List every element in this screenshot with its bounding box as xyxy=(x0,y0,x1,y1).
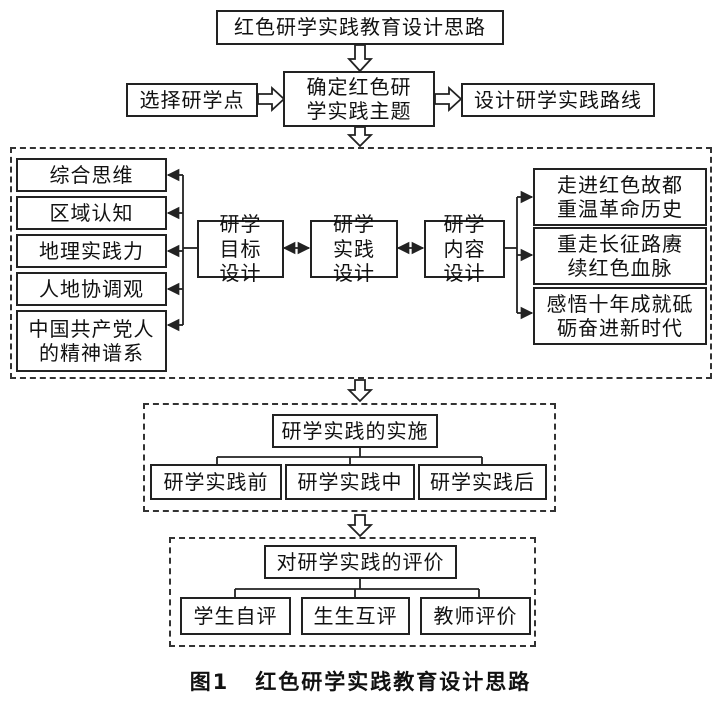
figure-label: 图1 xyxy=(189,670,230,694)
hollow-down-arrow-4 xyxy=(346,514,374,538)
content-design-label: 研学内容设计 xyxy=(443,212,486,286)
content-item-label: 走进红色故都重温革命历史 xyxy=(557,172,683,221)
diagram-title: 红色研学实践教育设计思路 xyxy=(234,15,486,40)
content-item-box: 感悟十年成就砥砺奋进新时代 xyxy=(533,287,707,345)
goal-item-label: 地理实践力 xyxy=(39,238,144,263)
evaluation-item-box: 教师评价 xyxy=(420,597,531,635)
stage-box: 研学实践后 xyxy=(418,464,547,500)
content-design-box: 研学内容设计 xyxy=(424,212,505,285)
evaluation-section xyxy=(169,537,536,647)
hollow-down-arrow-1 xyxy=(346,44,374,73)
content-item-box: 重走长征路赓续红色血脉 xyxy=(533,227,707,285)
goal-design-label: 研学目标设计 xyxy=(219,212,262,286)
design-route-box: 设计研学实践路线 xyxy=(461,83,655,117)
hollow-down-arrow-2 xyxy=(346,126,374,148)
goal-item-box: 综合思维 xyxy=(16,158,167,192)
stage-label: 研学实践后 xyxy=(430,469,535,494)
design-route-label: 设计研学实践路线 xyxy=(474,87,642,112)
hollow-right-arrow-1 xyxy=(257,85,286,113)
goal-item-label: 中国共产党人的精神谱系 xyxy=(28,316,155,365)
implementation-section xyxy=(143,403,556,512)
stage-label: 研学实践前 xyxy=(163,469,269,494)
select-site-label: 选择研学点 xyxy=(139,87,245,112)
goal-item-box: 区域认知 xyxy=(16,196,167,230)
theme-box: 确定红色研学实践主题 xyxy=(283,71,435,127)
goal-item-label: 区域认知 xyxy=(49,200,134,225)
goal-item-label: 人地协调观 xyxy=(39,276,144,301)
goal-item-box: 中国共产党人的精神谱系 xyxy=(16,310,167,372)
content-item-box: 走进红色故都重温革命历史 xyxy=(533,168,707,226)
figure-caption: 图1 红色研学实践教育设计思路 xyxy=(0,666,721,696)
evaluation-title: 对研学实践的评价 xyxy=(276,549,445,574)
select-site-box: 选择研学点 xyxy=(126,83,258,117)
stage-box: 研学实践前 xyxy=(150,464,282,500)
design-section xyxy=(10,147,712,379)
stage-box: 研学实践中 xyxy=(285,464,415,500)
goal-item-label: 综合思维 xyxy=(49,162,134,187)
core-design-label: 研学实践设计 xyxy=(333,212,375,286)
diagram-title-box: 红色研学实践教育设计思路 xyxy=(216,10,504,45)
evaluation-title-box: 对研学实践的评价 xyxy=(264,545,457,579)
implementation-title-box: 研学实践的实施 xyxy=(272,414,438,448)
implementation-title: 研学实践的实施 xyxy=(281,418,429,443)
evaluation-item-box: 学生自评 xyxy=(180,597,291,635)
goal-item-box: 地理实践力 xyxy=(16,234,167,268)
goal-design-box: 研学目标设计 xyxy=(197,212,284,285)
content-item-label: 重走长征路赓续红色血脉 xyxy=(557,231,683,280)
hollow-right-arrow-2 xyxy=(434,85,463,113)
core-design-box: 研学实践设计 xyxy=(310,212,398,285)
hollow-down-arrow-3 xyxy=(346,379,374,403)
content-item-label: 感悟十年成就砥砺奋进新时代 xyxy=(546,291,694,340)
evaluation-item-label: 教师评价 xyxy=(433,603,518,628)
evaluation-item-label: 生生互评 xyxy=(313,603,398,628)
figure-caption-text: 红色研学实践教育设计思路 xyxy=(255,670,532,694)
theme-label: 确定红色研学实践主题 xyxy=(306,74,412,123)
goal-item-box: 人地协调观 xyxy=(16,272,167,306)
stage-label: 研学实践中 xyxy=(297,469,403,494)
evaluation-item-label: 学生自评 xyxy=(193,603,278,628)
evaluation-item-box: 生生互评 xyxy=(301,597,410,635)
